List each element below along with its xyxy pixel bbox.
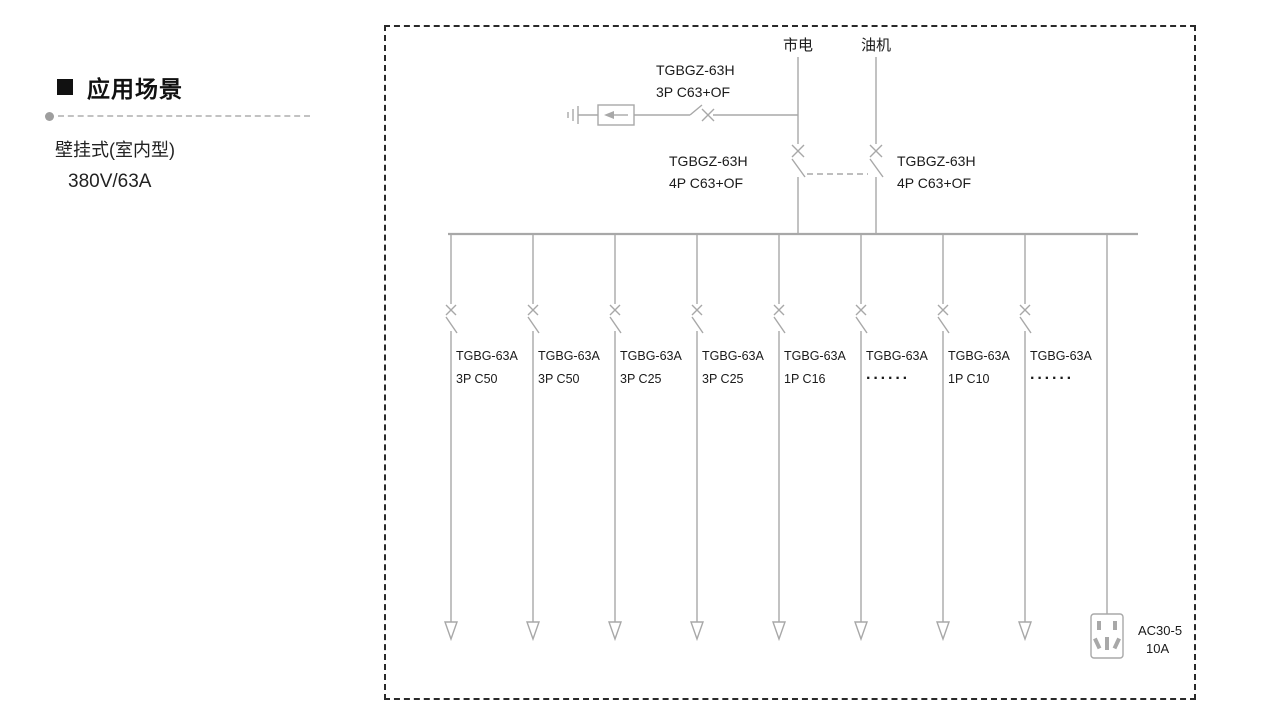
feeder-spec-label: 3P C25 [620,372,662,386]
divider-dot-icon [45,112,54,121]
feeder-model-label: TGBG-63A [784,349,846,363]
incomer-left-spec-label: 4P C63+OF [669,175,743,191]
incomer-left-model-label: TGBGZ-63H [669,153,748,169]
feeder-spec-ellipsis: ······ [1030,370,1074,387]
socket-icon [1090,613,1124,659]
feeder-model-label: TGBG-63A [702,349,764,363]
feeder-branch-6: TGBG-63A ······ [854,233,928,640]
earth-ground-icon [567,106,598,124]
incomer-right-spec-label: 4P C63+OF [897,175,971,191]
feeder-model-label: TGBG-63A [866,349,928,363]
feeder-model-label: TGBG-63A [538,349,600,363]
divider-dashed-line [58,115,310,117]
single-line-diagram-panel: 市电 油机 TGBGZ-63H 3P C63+OF TGBGZ-63H 4P C… [384,25,1196,700]
feeder-spec-ellipsis: ······ [866,370,910,387]
socket-model-label: AC30-5 [1138,623,1182,638]
feeder-branch-1: TGBG-63A 3P C50 [444,233,518,640]
feeder-model-label: TGBG-63A [456,349,518,363]
spd-arrow-icon [604,111,614,119]
voltage-rating-text: 380V/63A [68,171,152,192]
spd-breaker-spec-label: 3P C63+OF [656,84,730,100]
feeder-breaker-arrow-icon [772,233,786,640]
generator-source-label: 油机 [861,37,891,54]
feeder-breaker-arrow-icon [608,233,622,640]
mains-incomer-line [791,57,806,234]
feeder-branch-8: TGBG-63A ······ [1018,233,1092,640]
feeder-branch-5: TGBG-63A 1P C16 [772,233,846,640]
spd-branch [567,104,798,126]
spd-breaker-model-label: TGBGZ-63H [656,62,735,78]
feeder-model-label: TGBG-63A [1030,349,1092,363]
feeder-breaker-arrow-icon [444,233,458,640]
feeder-spec-label: 3P C50 [538,372,580,386]
feeder-branch-7: TGBG-63A 1P C10 [936,233,1010,640]
feeder-breaker-arrow-icon [526,233,540,640]
socket-rating-label: 10A [1146,641,1169,656]
feeder-spec-label: 3P C50 [456,372,498,386]
feeder-branch-4: TGBG-63A 3P C25 [690,233,764,640]
feeder-breaker-arrow-icon [854,233,868,640]
incomer-right-model-label: TGBGZ-63H [897,153,976,169]
feeder-breaker-arrow-icon [1018,233,1032,640]
section-title: 应用场景 [87,76,183,102]
feeder-spec-label: 1P C10 [948,372,990,386]
section-marker-square-icon [57,79,73,95]
spd-breaker-icon [634,104,798,122]
diagram-svg: 市电 油机 TGBGZ-63H 3P C63+OF TGBGZ-63H 4P C… [444,37,1182,659]
mains-source-label: 市电 [783,37,813,54]
feeder-breaker-arrow-icon [690,233,704,640]
feeder-branch-2: TGBG-63A 3P C50 [526,233,600,640]
feeder-spec-label: 1P C16 [784,372,826,386]
feeder-spec-label: 3P C25 [702,372,744,386]
section-heading: 应用场景 [57,70,183,104]
feeder-model-label: TGBG-63A [948,349,1010,363]
feeder-branch-3: TGBG-63A 3P C25 [608,233,682,640]
socket-branch: AC30-5 10A [1090,234,1182,659]
feeder-model-label: TGBG-63A [620,349,682,363]
generator-incomer-line [869,57,884,234]
product-type-text: 壁挂式(室内型) [55,140,175,160]
feeder-breaker-arrow-icon [936,233,950,640]
left-panel: 应用场景 壁挂式(室内型) 380V/63A [0,0,370,721]
